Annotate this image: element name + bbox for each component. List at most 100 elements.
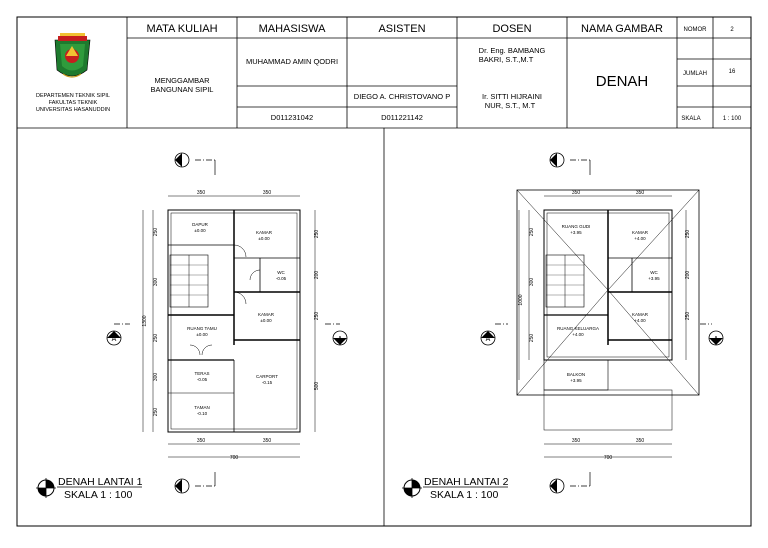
- room-label: KAMAR: [256, 230, 273, 235]
- room-label: BALKON: [567, 372, 585, 377]
- plan-lantai-2: [495, 159, 712, 487]
- dim-label: 350: [263, 438, 272, 444]
- room-level: ±0.00: [196, 332, 208, 337]
- dim-label: 350: [197, 438, 206, 444]
- plan-1-scale: SKALA 1 : 100: [64, 489, 132, 501]
- dim-label: 250: [685, 230, 691, 239]
- dim-label: 200: [314, 271, 320, 280]
- room-label: KAMAR: [632, 230, 649, 235]
- room-label: RUANG GUDI: [562, 224, 591, 229]
- course-line-1: MENGGAMBAR: [154, 76, 210, 85]
- section-marker-a-left-1: [106, 330, 122, 346]
- section-marker-a-right-2: [708, 330, 724, 346]
- room-level: -0.05: [276, 276, 287, 281]
- room-level: +4.00: [634, 236, 646, 241]
- section-marker-a-left-2: [480, 330, 496, 346]
- lecturer-2-line-2: NUR, S.T., M.T: [485, 101, 536, 110]
- room-level: ±0.00: [260, 318, 272, 323]
- marker-b-label: B: [182, 158, 187, 165]
- plan-2-scale: SKALA 1 : 100: [430, 489, 498, 501]
- course-line-2: BANGUNAN SIPIL: [151, 85, 214, 94]
- section-marker-a-right-1: [332, 330, 348, 346]
- dim-label: 250: [314, 312, 320, 321]
- header-student: MAHASISWA: [259, 23, 326, 35]
- room-level: ±0.00: [258, 236, 270, 241]
- dim-label: 700: [230, 455, 239, 461]
- university-logo: [54, 33, 91, 78]
- title-block: [17, 17, 751, 129]
- room-label: KAMAR: [258, 312, 275, 317]
- plan-title-symbol-2: [402, 478, 508, 498]
- room-label: WC: [650, 270, 658, 275]
- section-marker-b-bottom-1: [174, 478, 190, 494]
- dim-label: 500: [314, 382, 320, 391]
- drawing-name: DENAH: [596, 73, 649, 90]
- header-assistant: ASISTEN: [378, 23, 425, 35]
- dim-label: 1300: [142, 315, 148, 326]
- marker-a-label: A: [338, 336, 343, 343]
- room-label: KAMAR: [632, 312, 649, 317]
- room-level: -0.15: [262, 380, 273, 385]
- room-level: +4.00: [572, 332, 584, 337]
- dim-label: 250: [153, 408, 159, 417]
- dim-label: 350: [572, 438, 581, 444]
- room-label: TAMAN: [194, 405, 209, 410]
- dim-label: 350: [263, 190, 272, 196]
- section-marker-b-bottom-2: [549, 478, 565, 494]
- dim-label: 250: [685, 312, 691, 321]
- number-value: 2: [730, 27, 734, 33]
- dim-label: 250: [529, 334, 535, 343]
- student-name: MUHAMMAD AMIN QODRI: [246, 57, 338, 66]
- dim-label: 250: [153, 334, 159, 343]
- dept-line-3: UNIVERSITAS HASANUDDIN: [36, 107, 110, 113]
- room-label: DAPUR: [192, 222, 209, 227]
- marker-b-label: B: [557, 158, 562, 165]
- dim-label: 700: [604, 455, 613, 461]
- header-course: MATA KULIAH: [146, 23, 217, 35]
- dim-label: 1000: [518, 294, 524, 305]
- lecturer-1-line-1: Dr. Eng. BAMBANG: [479, 46, 546, 55]
- room-label: RUANG TAMU: [187, 326, 217, 331]
- header-lecturer: DOSEN: [492, 23, 531, 35]
- dim-label: 200: [685, 271, 691, 280]
- dim-label: 250: [153, 228, 159, 237]
- dim-label: 350: [636, 438, 645, 444]
- dim-label: 300: [529, 278, 535, 287]
- room-level: -0.05: [197, 377, 208, 382]
- dim-label: 300: [153, 278, 159, 287]
- marker-a-label: A: [486, 336, 491, 343]
- total-value: 16: [729, 69, 736, 75]
- marker-b-label: B: [557, 484, 562, 491]
- room-level: +4.00: [634, 318, 646, 323]
- dim-label: 250: [314, 230, 320, 239]
- room-level: +3.95: [570, 378, 582, 383]
- assistant-id: D011221142: [381, 113, 423, 122]
- dept-line-1: DEPARTEMEN TEKNIK SIPIL: [36, 93, 110, 99]
- student-id: D011231042: [271, 113, 313, 122]
- room-label: CARPORT: [256, 374, 278, 379]
- header-number: NOMOR: [684, 27, 708, 33]
- room-label: RUANG KELUARGA: [557, 326, 599, 331]
- room-level: +3.95: [570, 230, 582, 235]
- total-label: JUMLAH: [683, 71, 707, 77]
- section-marker-b-top-2: [549, 152, 565, 168]
- scale-label: SKALA: [681, 116, 700, 122]
- dept-line-2: FAKULTAS TEKNIK: [49, 100, 98, 106]
- lecturer-2-line-1: Ir. SITTI HIJRAINI: [482, 92, 542, 101]
- header-drawing-name: NAMA GAMBAR: [581, 23, 663, 35]
- dim-label: 300: [153, 373, 159, 382]
- plan-2-title: DENAH LANTAI 2: [424, 476, 509, 488]
- assistant-name: DIEGO A. CHRISTOVANO P: [354, 92, 450, 101]
- plan-lantai-1: [114, 159, 340, 487]
- scale-value: 1 : 100: [723, 116, 742, 122]
- plan-1-title: DENAH LANTAI 1: [58, 476, 143, 488]
- section-marker-b-top-1: [174, 152, 190, 168]
- marker-a-label: A: [112, 336, 117, 343]
- room-label: WC: [277, 270, 285, 275]
- dim-label: 350: [197, 190, 206, 196]
- room-level: +3.95: [648, 276, 660, 281]
- room-level: -0.10: [197, 411, 208, 416]
- marker-a-label: A: [714, 336, 719, 343]
